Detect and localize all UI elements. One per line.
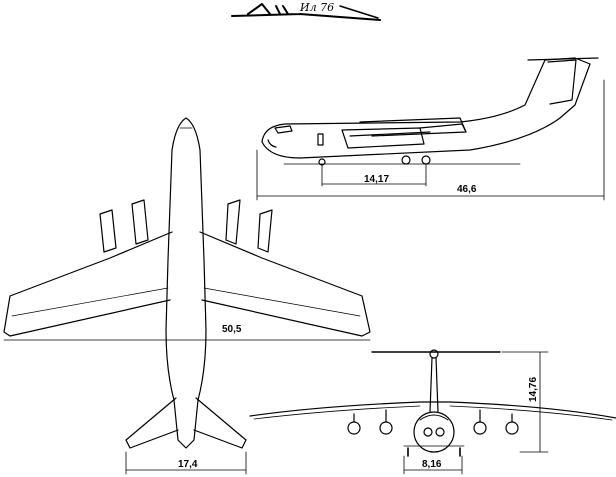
- front-view: [249, 349, 616, 475]
- side-view: [256, 57, 605, 201]
- dim-track: 8,16: [422, 459, 442, 470]
- logo-text: Ил 76: [299, 1, 334, 14]
- dim-wheelbase: 14,17: [364, 174, 389, 185]
- dim-length: 46,6: [457, 184, 477, 195]
- dim-tail-span: 17,4: [178, 459, 198, 470]
- dim-height: 14,76: [528, 377, 539, 402]
- top-view: [3, 117, 371, 475]
- logo-signature: Ил 76: [231, 1, 381, 21]
- dim-wingspan: 50,5: [222, 324, 242, 335]
